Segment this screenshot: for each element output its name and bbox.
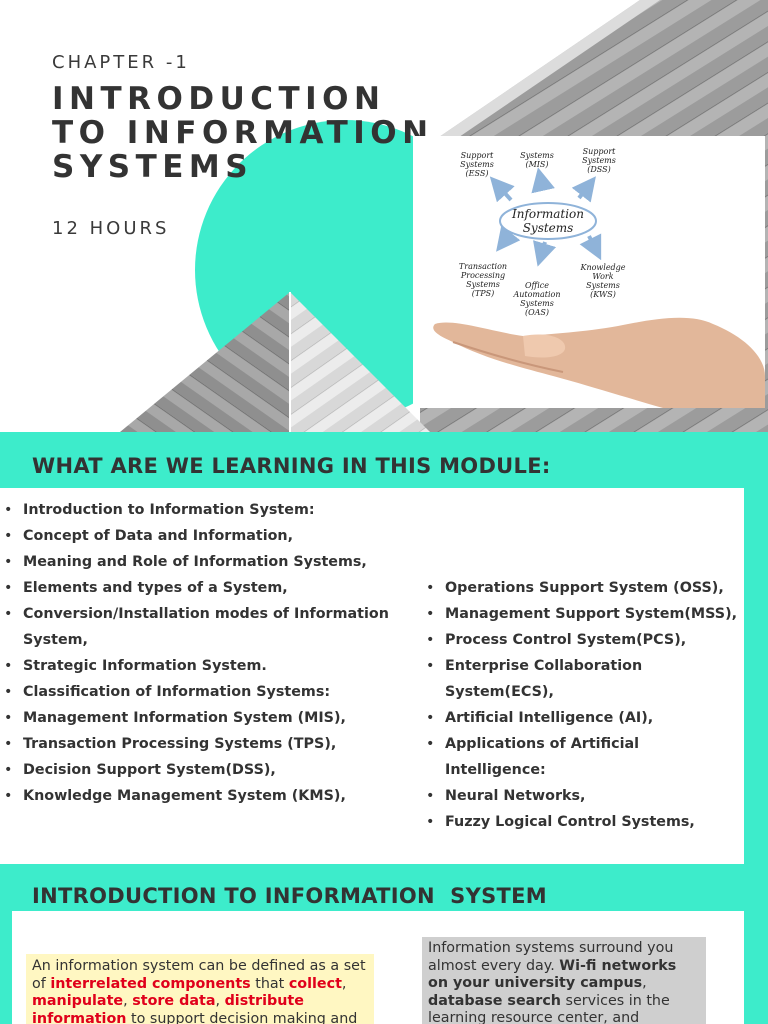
list-item: Management Support System(MSS), [422, 601, 742, 627]
list-item: Elements and types of a System, [0, 575, 410, 601]
oas-node-line: Systems [520, 299, 554, 308]
oas-node-line: Office [525, 281, 549, 290]
examples-bold: Wi-fi networks on your university campus [428, 957, 677, 992]
list-item: Strategic Information System. [0, 653, 410, 679]
diagram-center-ellipse [499, 202, 597, 240]
definition-text: that [250, 975, 289, 992]
diagram-center-line-1: Information [511, 207, 584, 221]
information-systems-diagram-photo: Information Systems Support Systems (ESS… [413, 136, 765, 408]
diagram-center-line-2: Systems [523, 221, 574, 235]
kws-node-line: Knowledge [579, 263, 625, 272]
building-roof-left-image [120, 292, 430, 432]
definition-text: , [341, 975, 347, 992]
definition-highlight: collect [288, 975, 342, 992]
list-item: Artificial Intelligence (AI), [422, 705, 742, 731]
mis-node-line: (MIS) [525, 160, 548, 169]
tps-node-line: Processing [460, 271, 505, 280]
definition-highlight: interrelated components [50, 975, 251, 992]
diagram-arrows [489, 167, 602, 267]
intro-heading: INTRODUCTION TO INFORMATION SYSTEM [32, 884, 547, 908]
ess-node-line: Support [461, 151, 495, 160]
dss-node-line: Support [583, 147, 617, 156]
list-item: Knowledge Management System (KMS), [0, 783, 410, 809]
definition-text: to support decision making and [126, 1010, 358, 1024]
oas-node-line: Automation [512, 290, 560, 299]
examples-text: services in the learning resource center… [428, 992, 670, 1024]
list-item: Meaning and Role of Information Systems, [0, 549, 410, 575]
list-item: Neural Networks, [422, 783, 742, 809]
kws-node-line: Work [592, 272, 613, 281]
examples-box: Information systems surround you almost … [422, 937, 706, 1024]
definition-box: An information system can be defined as … [26, 954, 374, 1024]
topics-list-right: Operations Support System (OSS), Managem… [422, 575, 742, 835]
examples-text: , [642, 975, 647, 991]
page-title: INTRODUCTION TO INFORMATION SYSTEMS [52, 82, 434, 184]
dss-node-line: (DSS) [587, 165, 610, 174]
mis-node-line: Systems [520, 151, 554, 160]
list-item: Concept of Data and Information, [0, 523, 410, 549]
module-heading: WHAT ARE WE LEARNING IN THIS MODULE: [32, 454, 551, 478]
kws-node-line: Systems [586, 281, 620, 290]
definition-highlight: manipulate [32, 993, 124, 1009]
definition-highlight: store data [132, 993, 216, 1009]
list-item: Introduction to Information System: [0, 497, 410, 523]
dss-node-line: Systems [582, 156, 616, 165]
definition-highlight: distribute information [32, 993, 304, 1024]
tps-node-line: Systems [466, 280, 500, 289]
title-line-2: TO INFORMATION [52, 115, 434, 151]
list-item: Applications of Artificial Intelligence: [422, 731, 742, 783]
oas-node-line: (OAS) [525, 308, 549, 317]
list-item: Decision Support System(DSS), [0, 757, 410, 783]
hours-label: 12 HOURS [52, 218, 170, 239]
chapter-label: CHAPTER -1 [52, 52, 190, 73]
list-item: Conversion/Installation modes of Informa… [0, 601, 410, 653]
list-item: Transaction Processing Systems (TPS), [0, 731, 410, 757]
ess-node-line: (ESS) [466, 169, 489, 178]
title-line-1: INTRODUCTION [52, 81, 386, 117]
hero-section: CHAPTER -1 INTRODUCTION TO INFORMATION S… [0, 0, 768, 432]
examples-bold: database search [428, 992, 561, 1009]
tps-node-line: (TPS) [472, 289, 494, 298]
kws-node-line: (KWS) [590, 290, 616, 299]
list-item: Fuzzy Logical Control Systems, [422, 809, 742, 835]
tps-node-line: Transaction [459, 262, 507, 271]
diagram-illustration: Information Systems Support Systems (ESS… [413, 136, 765, 408]
list-item: Operations Support System (OSS), [422, 575, 742, 601]
topics-list-left: Introduction to Information System: Conc… [0, 497, 410, 809]
hand-illustration [433, 317, 765, 408]
ess-node-line: Systems [460, 160, 494, 169]
list-item: Classification of Information Systems: [0, 679, 410, 705]
title-line-3: SYSTEMS [52, 149, 254, 185]
definition-text: , [123, 993, 133, 1009]
list-item: Enterprise Collaboration System(ECS), [422, 653, 742, 705]
examples-text: Information systems surround you almost … [428, 940, 674, 974]
definition-text: An information system can be defined as … [32, 958, 366, 992]
list-item: Process Control System(PCS), [422, 627, 742, 653]
definition-text: , [215, 993, 225, 1009]
list-item: Management Information System (MIS), [0, 705, 410, 731]
